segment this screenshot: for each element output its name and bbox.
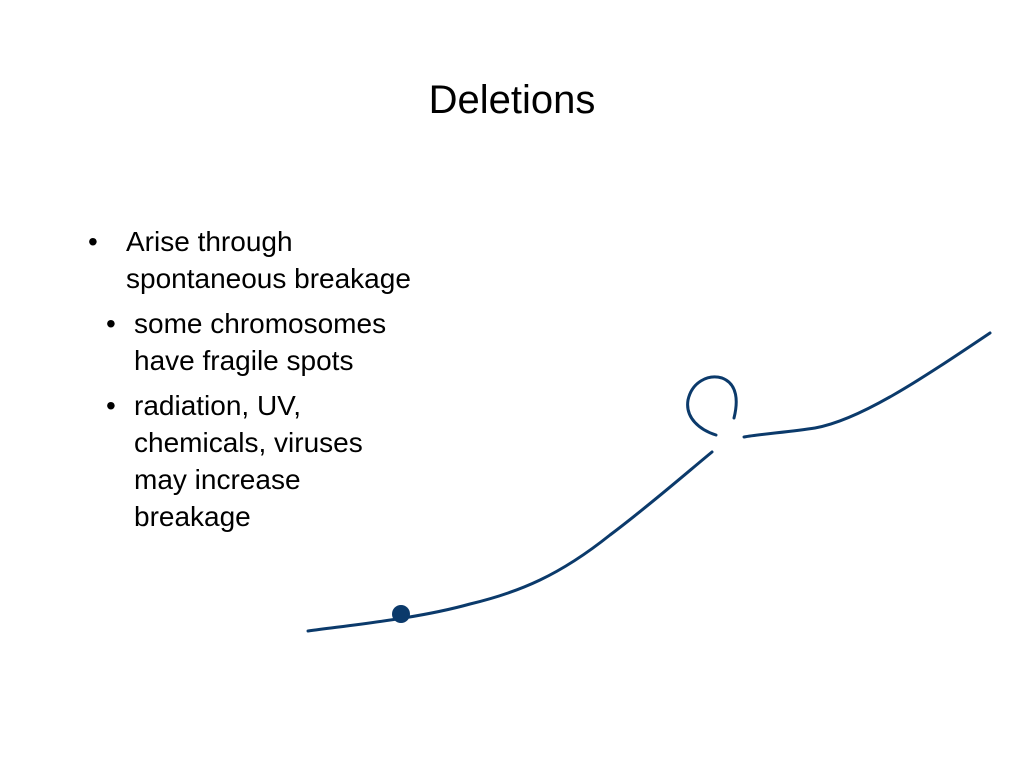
sub-bullet-line: may increase (134, 464, 301, 495)
sub-bullet-list: • some chromosomes have fragile spots • … (106, 305, 508, 535)
centromere-dot (392, 605, 410, 623)
sub-bullet-line: have fragile spots (134, 345, 354, 376)
sub-bullet-dot: • (106, 308, 116, 339)
bullet-dot: • (88, 226, 98, 257)
bullet-item: • Arise through spontaneous breakage • s… (88, 223, 508, 535)
chromosome-strand-upper (742, 331, 992, 439)
bullet-line: spontaneous breakage (126, 263, 411, 294)
sub-bullet-line: chemicals, viruses (134, 427, 363, 458)
sub-bullet-item: • radiation, UV, chemicals, viruses may … (88, 387, 508, 535)
slide-title: Deletions (428, 78, 596, 122)
chromosome-loop (686, 375, 738, 437)
sub-bullet-line: radiation, UV, (134, 390, 302, 421)
bullet-line: Arise through (126, 226, 293, 257)
sub-bullet-line: some chromosomes (134, 308, 387, 339)
sub-bullet-item: • some chromosomes have fragile spots (88, 305, 508, 379)
sub-bullet-dot: • (106, 390, 116, 421)
sub-bullet-line: breakage (134, 501, 251, 532)
bullet-list: • Arise through spontaneous breakage • s… (88, 223, 508, 535)
